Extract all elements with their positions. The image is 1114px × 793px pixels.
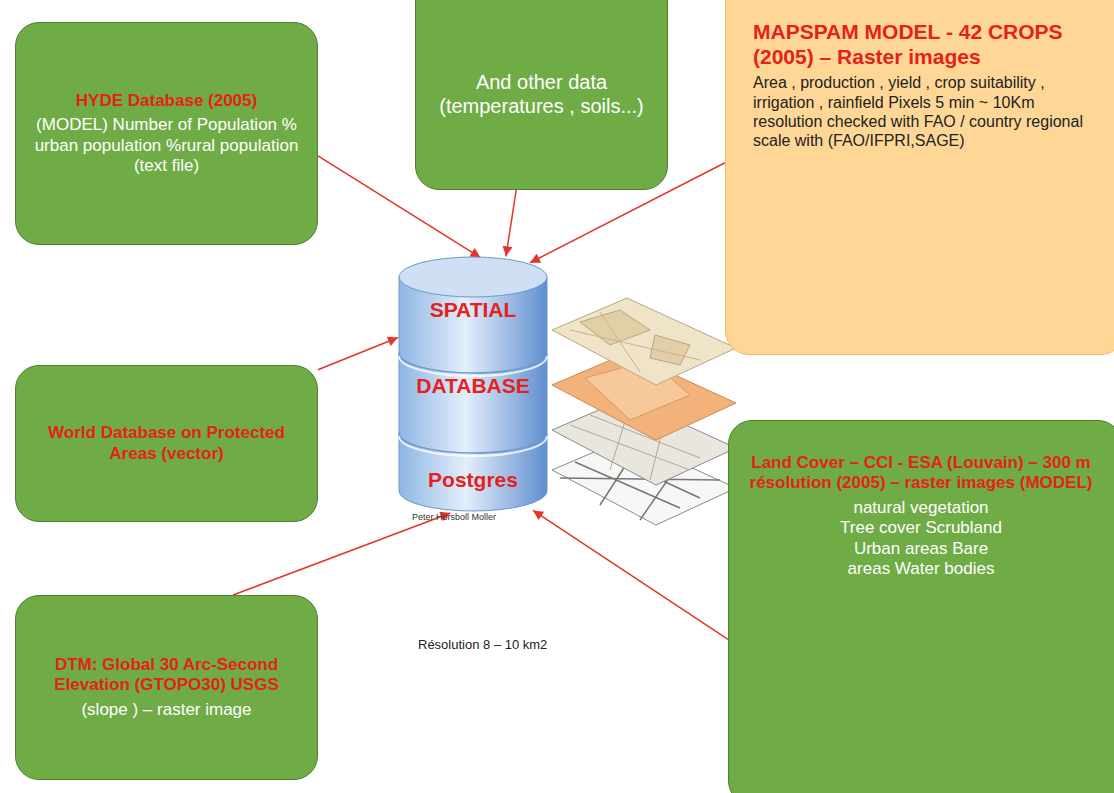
source-box: World Database on Protected Areas (vecto…	[15, 365, 318, 522]
box-body: natural vegetation Tree cover Scrubland …	[839, 498, 1004, 580]
arrow-connector	[318, 338, 398, 370]
box-heading: World Database on Protected Areas (vecto…	[38, 423, 295, 464]
box-heading: And other data (temperatures , soils...)	[434, 70, 649, 118]
box-heading: MAPSPAM MODEL - 42 CROPS (2005) – Raster…	[753, 19, 1094, 69]
box-heading: DTM: Global 30 Arc-Second Elevation (GTO…	[36, 655, 297, 696]
box-body: (MODEL) Number of Population % urban pop…	[34, 115, 299, 176]
cylinder-highlight	[399, 436, 547, 456]
map-parcels	[580, 310, 690, 365]
cylinder-top	[399, 257, 547, 297]
cylinder-highlight	[399, 356, 547, 376]
source-box: Land Cover – CCI - ESA (Louvain) – 300 m…	[728, 420, 1114, 793]
database-cylinder: SPATIAL DATABASE Postgres	[398, 255, 548, 513]
database-label: Postgres	[398, 467, 548, 492]
arrow-connector	[506, 190, 516, 256]
database-label: SPATIAL	[398, 297, 548, 322]
map-lines	[570, 312, 700, 372]
source-box: MAPSPAM MODEL - 42 CROPS (2005) – Raster…	[725, 0, 1114, 355]
source-box: HYDE Database (2005) (MODEL) Number of Po…	[15, 22, 318, 245]
cylinder-body	[399, 277, 547, 511]
box-heading: Land Cover – CCI - ESA (Louvain) – 300 m…	[743, 453, 1099, 494]
source-box: DTM: Global 30 Arc-Second Elevation (GTO…	[15, 595, 318, 780]
credit-label: Peter Horsboll Moller	[412, 512, 496, 522]
source-box: And other data (temperatures , soils...)	[415, 0, 668, 190]
resolution-note: Résolution 8 – 10 km2	[418, 637, 547, 652]
map-layers-illustration	[552, 298, 736, 525]
arrow-connector	[533, 510, 728, 639]
box-body: Area , production , yield , crop suitabi…	[753, 73, 1094, 150]
box-body: (slope ) – raster image	[81, 700, 251, 720]
database-label: DATABASE	[398, 373, 548, 398]
map-layer	[552, 298, 736, 385]
box-heading: HYDE Database (2005)	[76, 91, 257, 111]
arrow-connector	[233, 513, 450, 595]
